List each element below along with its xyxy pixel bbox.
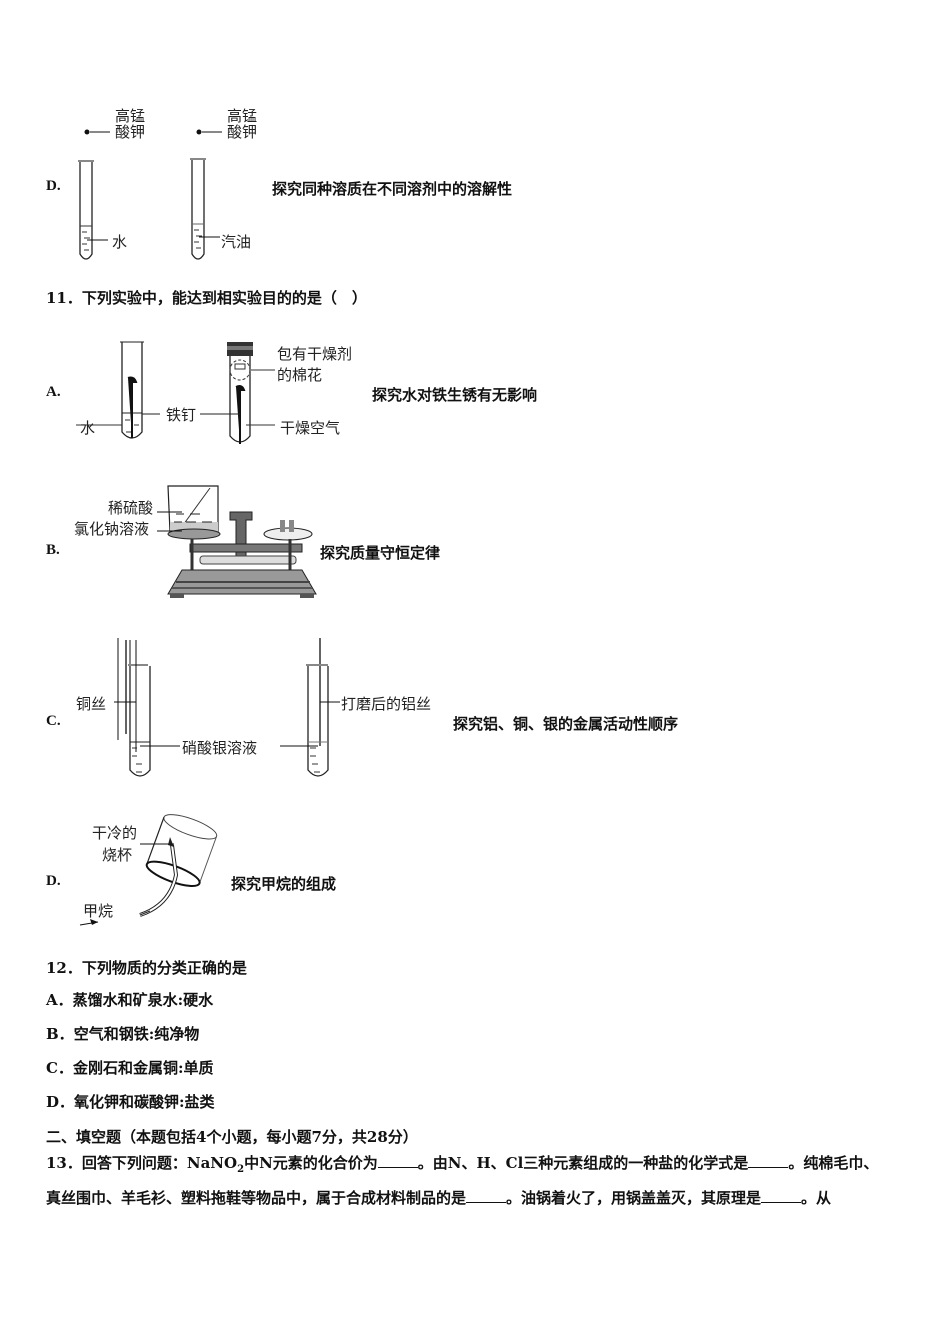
option-letter: B. — [46, 542, 60, 558]
label-text: 烧杯 — [102, 846, 133, 864]
test-tube-water-figure — [78, 129, 110, 260]
option-letter: D. — [46, 178, 61, 194]
q13-text: 。由N、H、Cl三种元素组成的一种盐的化学式是 — [417, 1154, 749, 1172]
q12-option-b: B．空气和钢铁:纯净物 — [46, 1023, 199, 1044]
answer-blank[interactable] — [761, 1190, 802, 1203]
question-13-line-1: 13．回答下列问题：NaNO2中N元素的化合价为 。由N、H、Cl三种元素组成的一… — [46, 1152, 878, 1175]
q13-text: 真丝围巾、羊毛衫、塑料拖鞋等物品中，属于合成材料制品的是 — [46, 1189, 467, 1207]
option-text: 蒸馏水和矿泉水:硬水 — [72, 991, 214, 1009]
label-copper-wire: 铜丝 — [76, 695, 107, 713]
q13-text: 。从 — [801, 1189, 832, 1207]
question-13-line-2: 真丝围巾、羊毛衫、塑料拖鞋等物品中，属于合成材料制品的是 。油锅着火了，用锅盖盖灭… — [46, 1187, 831, 1208]
option-caption: 探究同种溶质在不同溶剂中的溶解性 — [272, 180, 513, 198]
option-caption: 探究甲烷的组成 — [231, 875, 337, 893]
label-kmno4-2: 高锰 酸钾 — [227, 108, 257, 140]
label-water: 水 — [112, 233, 128, 251]
answer-blank[interactable] — [748, 1155, 789, 1168]
label-text: 高锰 — [227, 107, 258, 125]
option-text: 金刚石和金属铜:单质 — [72, 1059, 214, 1077]
q13-text: 13．回答下列问题：NaNO — [46, 1154, 238, 1172]
label-nacl-solution: 氯化钠溶液 — [74, 520, 150, 538]
option-letter: B． — [46, 1025, 74, 1043]
option-caption: 探究质量守恒定律 — [320, 544, 441, 562]
option-letter: A． — [46, 991, 73, 1009]
question-12-stem: 12．下列物质的分类正确的是 — [46, 959, 247, 977]
q12-option-a: A．蒸馏水和矿泉水:硬水 — [46, 989, 213, 1010]
q12-option-c: C．金刚石和金属铜:单质 — [46, 1057, 214, 1078]
q13-text: 。油锅着火了，用锅盖盖灭，其原理是 — [506, 1189, 762, 1207]
label-dry-air: 干燥空气 — [280, 419, 341, 437]
label-text: 包有干燥剂 — [277, 345, 353, 363]
option-letter: A. — [46, 384, 61, 400]
option-letter: D. — [46, 873, 61, 889]
q13-text: 中N元素的化合价为 — [244, 1154, 378, 1172]
label-iron-nail: 铁钉 — [166, 406, 197, 424]
q13-text: 。纯棉毛巾、 — [788, 1154, 879, 1172]
option-caption: 探究水对铁生锈有无影响 — [372, 386, 538, 404]
test-tube-gasoline-figure — [190, 129, 222, 260]
label-silver-nitrate: 硝酸银溶液 — [182, 739, 258, 757]
label-gasoline: 汽油 — [221, 233, 252, 251]
q12-option-d: D．氧化钾和碳酸钾:盐类 — [46, 1091, 215, 1112]
label-methane: 甲烷 — [83, 902, 114, 920]
subscript: 2 — [237, 1164, 245, 1175]
label-polished-al-wire: 打磨后的铝丝 — [341, 695, 432, 713]
methane-combustion-figure — [79, 814, 218, 926]
question-11-stem: 11．下列实验中，能达到相实验目的的是（ ） — [46, 289, 367, 307]
label-text: 高锰 — [115, 107, 146, 125]
label-dilute-sulfuric-acid: 稀硫酸 — [108, 499, 154, 517]
label-text: 的棉花 — [277, 366, 323, 384]
option-letter: C． — [46, 1059, 73, 1077]
label-dry-cold-beaker: 干冷的 烧杯 — [92, 822, 137, 866]
option-text: 氧化钾和碳酸钾:盐类 — [74, 1093, 215, 1111]
metal-activity-figure — [114, 638, 340, 777]
option-text: 空气和钢铁:纯净物 — [73, 1025, 200, 1043]
option-caption: 探究铝、铜、银的金属活动性顺序 — [453, 715, 679, 733]
iron-rust-figure — [76, 341, 275, 444]
label-water: 水 — [80, 419, 96, 437]
label-desiccant-cotton: 包有干燥剂 的棉花 — [277, 344, 352, 386]
label-text: 干冷的 — [92, 824, 138, 842]
option-letter: C. — [46, 713, 61, 729]
section-heading-fill-in: 二、填空题（本题包括4个小题，每小题7分，共28分） — [46, 1128, 418, 1146]
balance-scale-figure — [157, 485, 317, 598]
answer-blank[interactable] — [377, 1155, 418, 1168]
answer-blank[interactable] — [466, 1190, 507, 1203]
label-kmno4-1: 高锰 酸钾 — [115, 108, 145, 140]
option-letter: D． — [46, 1093, 75, 1111]
label-text: 酸钾 — [115, 123, 146, 141]
label-text: 酸钾 — [227, 123, 258, 141]
